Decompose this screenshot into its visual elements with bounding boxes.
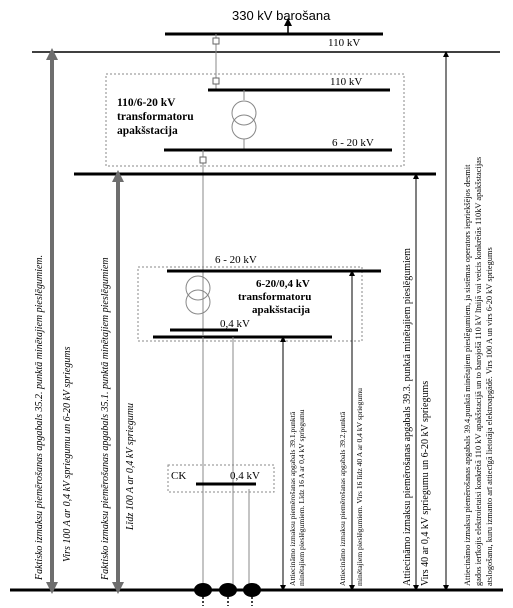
area-39-4-sublabel: atslogošanu, kuru izmanto arī attiecīgā … — [485, 247, 494, 586]
ck-voltage-label: 0,4 kV — [230, 470, 260, 482]
switch-icon — [199, 156, 207, 164]
area-39-2-label: Attiecināmo izmaksu piemērošanas apgabal… — [338, 411, 347, 586]
substation-6-20-title: transformatoru — [238, 291, 311, 303]
bus-110kv-feed-label: 110 kV — [328, 37, 360, 49]
transformer-icon — [231, 100, 257, 126]
ck-label: CK — [171, 470, 186, 482]
substation-110-title: transformatoru — [117, 111, 194, 123]
transformer-icon — [231, 114, 257, 140]
area-39-1-label: Attiecināmo izmaksu piemērošanas apgabal… — [288, 411, 297, 586]
substation-110-bus-6-20kv-label: 6 - 20 kV — [332, 137, 374, 149]
area-35-2-label: Faktisko izmaksu piemērošanas apgabals 3… — [34, 255, 45, 581]
area-35-1-label: Faktisko izmaksu piemērošanas apgabals 3… — [100, 257, 111, 581]
consumer-node — [219, 583, 237, 597]
substation-6-20-bus-04kv-label: 0,4 kV — [220, 318, 250, 330]
switch-icon — [212, 37, 220, 45]
area-39-1-sublabel: minētajiem pieslēgumiem. Līdz 16 A ar 0,… — [297, 409, 306, 586]
area-39-3-label: Attiecināmo izmaksu piemērošanas apgabal… — [402, 248, 413, 586]
area-39-3-sublabel: Virs 40 ar 0,4 kV spriegumu un 6-20 kV s… — [420, 381, 431, 586]
substation-6-20-title: 6-20/0,4 kV — [256, 278, 310, 290]
substation-6-20-frame — [137, 266, 363, 342]
substation-110-frame — [105, 73, 405, 167]
area-39-2-sublabel: minētajiem pieslēgumiem. Virs 16 līdz 40… — [355, 388, 364, 586]
substation-110-title: apakšstacija — [117, 125, 178, 137]
consumer-node — [243, 583, 261, 597]
substation-6-20-bus-6-20kv-label: 6 - 20 kV — [215, 254, 257, 266]
transformer-icon — [185, 275, 211, 301]
substation-6-20-title: apakšstacija — [252, 304, 311, 316]
substation-110-title: 110/6-20 kV — [117, 97, 176, 109]
consumer-node — [194, 583, 212, 597]
feed-label: 330 kV barošana — [232, 8, 331, 23]
ck-cabinet-frame — [167, 464, 275, 493]
area-39-4-sublabel: gados ierīkojis elektroietaisi konkrētā … — [474, 157, 483, 586]
area-39-4-label: Attiecināmo izmaksu piemērošanas apgabal… — [463, 164, 472, 586]
area-35-1-sublabel: Līdz 100 A ar 0,4 kV spriegumu — [125, 403, 136, 531]
transformer-icon — [185, 289, 211, 315]
substation-110-bus-110kv-label: 110 kV — [330, 76, 362, 88]
switch-icon — [212, 77, 220, 85]
area-35-2-sublabel: Virs 100 A ar 0,4 kV spriegumu un 6-20 k… — [62, 346, 73, 562]
